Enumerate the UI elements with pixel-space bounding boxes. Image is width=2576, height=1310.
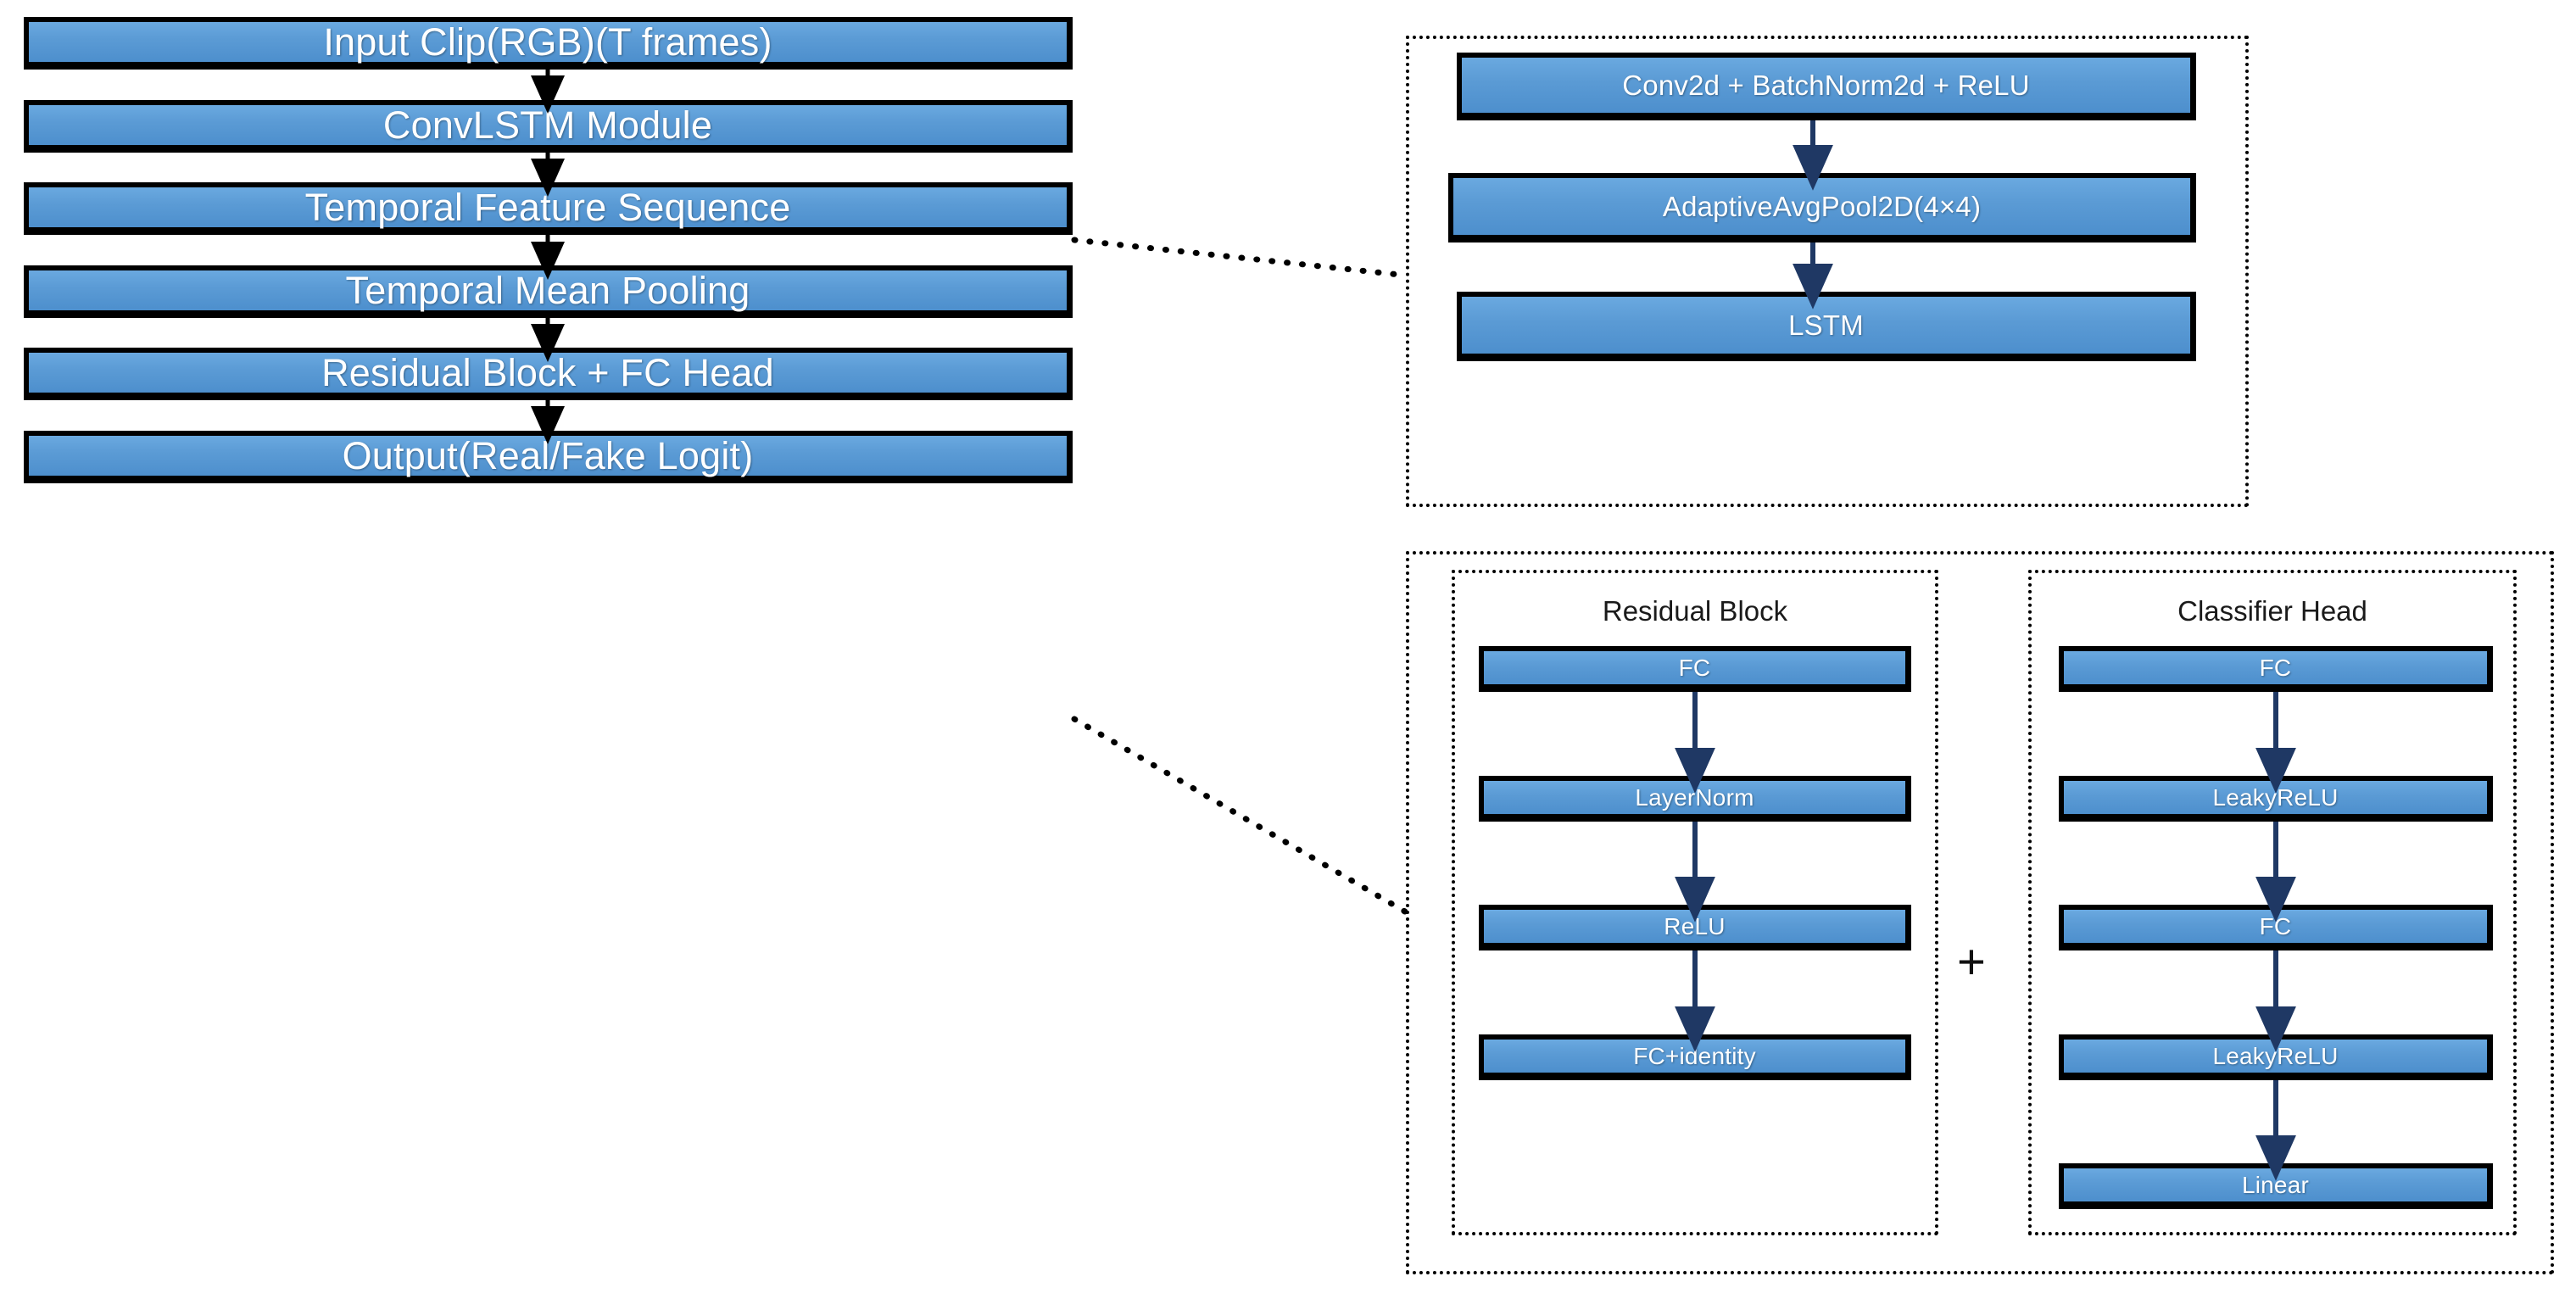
flow-box-label: Output(Real/Fake Logit): [29, 434, 1067, 477]
classifier-head-container: [2028, 570, 2517, 1235]
flow-box-temporal-feature-sequence[interactable]: Temporal Feature Sequence: [24, 182, 1073, 235]
flow-box-input-clip[interactable]: Input Clip(RGB)(T frames): [24, 17, 1073, 70]
residual-box-label: ReLU: [1484, 910, 1905, 943]
classifier-box-leakyrelu-2[interactable]: LeakyReLU: [2059, 1034, 2493, 1080]
detail-box-label: LSTM: [1462, 297, 2190, 354]
flow-box-label: Temporal Feature Sequence: [29, 186, 1067, 229]
flow-box-label: ConvLSTM Module: [29, 103, 1067, 147]
classifier-box-label: FC: [2064, 651, 2487, 684]
detail-box-conv2d-batchnorm-relu[interactable]: Conv2d + BatchNorm2d + ReLU: [1457, 53, 2196, 120]
flow-box-output-logit[interactable]: Output(Real/Fake Logit): [24, 431, 1073, 483]
detail-box-adaptiveavgpool2d[interactable]: AdaptiveAvgPool2D(4×4): [1448, 173, 2196, 242]
callout-connectors: [1071, 237, 1413, 917]
classifier-head-title: Classifier Head: [2177, 595, 2367, 627]
residual-box-label: LayerNorm: [1484, 781, 1905, 814]
flow-box-convlstm-module[interactable]: ConvLSTM Module: [24, 100, 1073, 153]
callout-head: [1071, 716, 1413, 917]
classifier-box-label: LeakyReLU: [2064, 1040, 2487, 1073]
classifier-box-linear[interactable]: Linear: [2059, 1163, 2493, 1209]
residual-box-relu[interactable]: ReLU: [1479, 905, 1911, 950]
flow-box-label: Temporal Mean Pooling: [29, 269, 1067, 312]
residual-box-fc-identity[interactable]: FC+identity: [1479, 1034, 1911, 1080]
classifier-box-label: LeakyReLU: [2064, 781, 2487, 814]
residual-box-fc[interactable]: FC: [1479, 646, 1911, 692]
classifier-box-fc-2[interactable]: FC: [2059, 905, 2493, 950]
residual-block-container: [1452, 570, 1938, 1235]
classifier-box-fc-1[interactable]: FC: [2059, 646, 2493, 692]
flow-box-label: Residual Block + FC Head: [29, 351, 1067, 394]
classifier-box-label: FC: [2064, 910, 2487, 943]
residual-box-layernorm[interactable]: LayerNorm: [1479, 776, 1911, 822]
classifier-box-label: Linear: [2064, 1168, 2487, 1201]
flow-box-residual-block-fc-head[interactable]: Residual Block + FC Head: [24, 348, 1073, 400]
flow-box-temporal-mean-pooling[interactable]: Temporal Mean Pooling: [24, 265, 1073, 318]
plus-operator: +: [1957, 934, 1986, 989]
flow-box-label: Input Clip(RGB)(T frames): [29, 20, 1067, 64]
detail-box-lstm[interactable]: LSTM: [1457, 292, 2196, 361]
detail-box-label: AdaptiveAvgPool2D(4×4): [1453, 178, 2190, 235]
classifier-box-leakyrelu-1[interactable]: LeakyReLU: [2059, 776, 2493, 822]
detail-box-label: Conv2d + BatchNorm2d + ReLU: [1462, 58, 2190, 113]
residual-block-title: Residual Block: [1602, 595, 1788, 627]
residual-box-label: FC+identity: [1484, 1040, 1905, 1073]
callout-convlstm: [1071, 237, 1411, 279]
residual-box-label: FC: [1484, 651, 1905, 684]
